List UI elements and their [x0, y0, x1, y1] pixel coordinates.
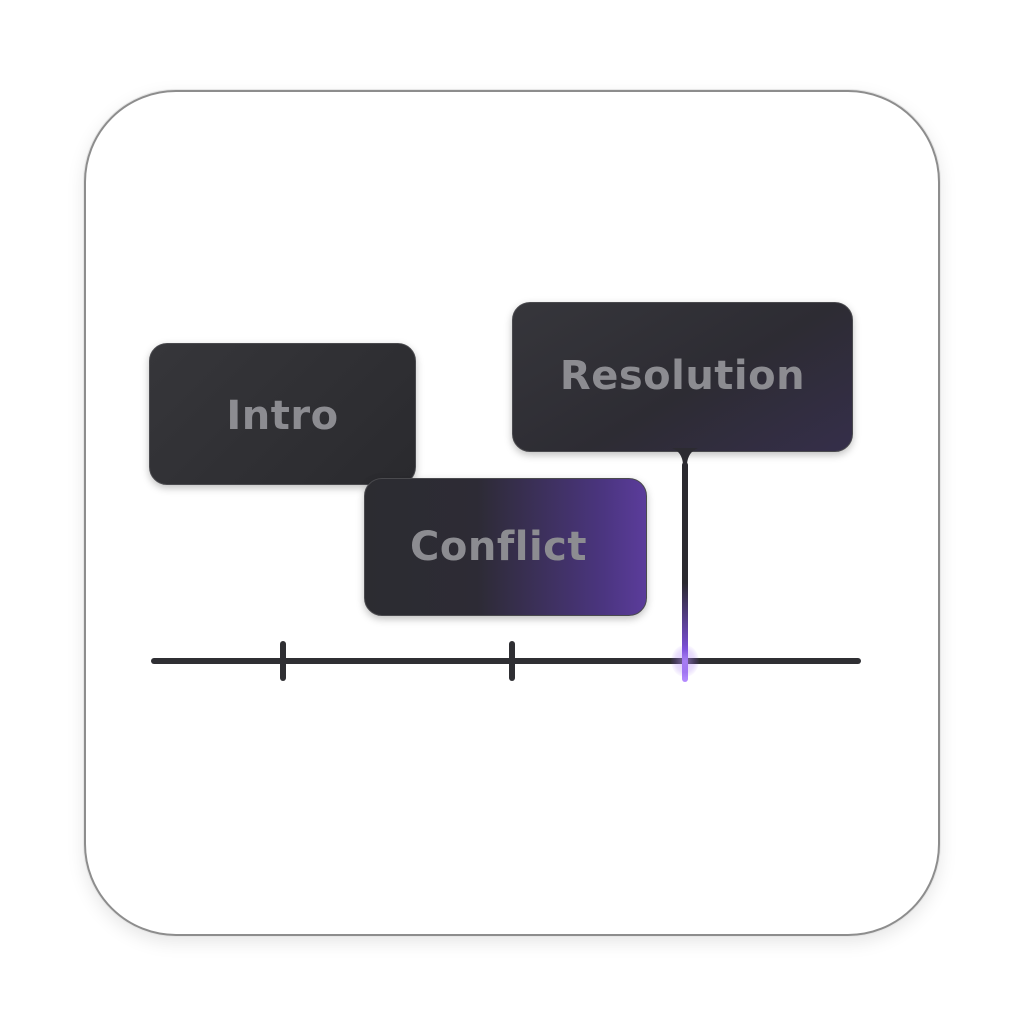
segment-card-resolution: Resolution — [512, 302, 853, 452]
playhead-stem — [682, 462, 688, 682]
playhead-glow — [671, 645, 699, 677]
segment-card-conflict: Conflict — [364, 478, 647, 616]
playhead-marker-icon — [672, 448, 698, 472]
segment-label-conflict: Conflict — [410, 524, 587, 570]
timeline-axis — [151, 658, 861, 664]
segment-card-intro: Intro — [149, 343, 416, 485]
segment-label-resolution: Resolution — [559, 353, 806, 399]
timeline-tick — [509, 641, 515, 681]
segment-label-intro: Intro — [226, 393, 339, 439]
timeline-tick — [280, 641, 286, 681]
